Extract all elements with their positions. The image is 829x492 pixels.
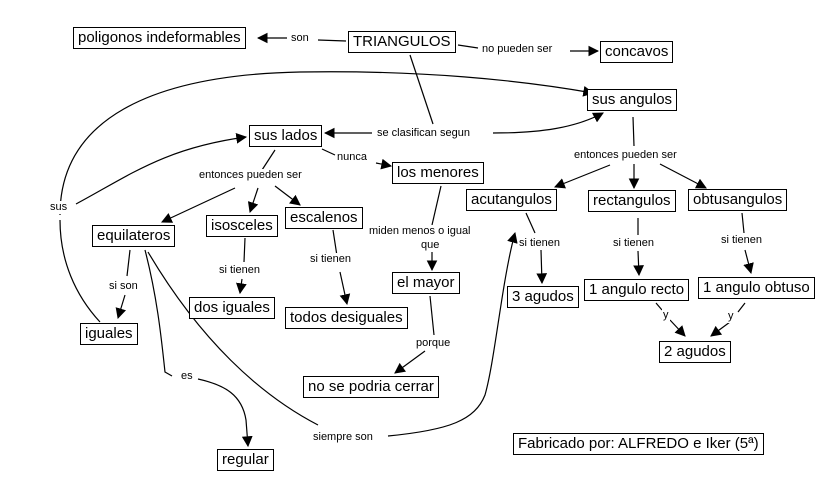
link-es-regular xyxy=(197,378,253,448)
label-y-obtuso: y xyxy=(727,310,735,323)
link-escalenos-sitienen xyxy=(332,229,347,304)
link-no-pueden-ser xyxy=(457,45,598,51)
label-si-tienen-isosceles: si tienen xyxy=(218,264,261,277)
link-iguales-sus xyxy=(59,219,101,323)
node-equilateros[interactable]: equilateros xyxy=(92,225,176,247)
link-lados-entonces xyxy=(261,149,276,171)
node-concavos[interactable]: concavos xyxy=(600,41,674,63)
label-nunca: nunca xyxy=(336,151,368,164)
link-equilateros-sison xyxy=(118,249,131,318)
link-entonces-isosceles xyxy=(247,187,259,214)
node-los-menores[interactable]: los menores xyxy=(392,162,484,184)
label-que: que xyxy=(420,239,441,252)
node-1-angulo-recto[interactable]: 1 angulo recto xyxy=(584,279,690,301)
link-equilateros-es xyxy=(144,249,173,377)
link-mayor-porque xyxy=(429,295,435,336)
link-entonces-acutangulos xyxy=(553,164,611,189)
link-isosceles-sitienen xyxy=(240,237,245,293)
label-son: son xyxy=(290,32,310,45)
label-es: es xyxy=(180,370,194,383)
link-entonces-escalenos xyxy=(274,185,301,206)
link-menores-miden xyxy=(431,185,442,226)
node-acutangulos[interactable]: acutangulos xyxy=(466,189,557,211)
node-obtusangulos[interactable]: obtusangulos xyxy=(688,189,788,211)
link-obt-sitienen xyxy=(742,212,751,273)
node-isosceles[interactable]: isosceles xyxy=(206,215,278,237)
link-porque-cerrar xyxy=(394,350,426,374)
credits-box: Fabricado por: ALFREDO e Iker (5ª) xyxy=(513,433,764,455)
node-iguales[interactable]: iguales xyxy=(80,323,138,345)
label-miden-menos-o-igual: miden menos o igual xyxy=(368,225,472,238)
node-2-agudos[interactable]: 2 agudos xyxy=(659,341,731,363)
node-1-angulo-obtuso[interactable]: 1 angulo obtuso xyxy=(698,277,815,299)
label-siempre-son: siempre son xyxy=(312,431,374,444)
link-entonces-equilateros xyxy=(161,187,236,223)
link-obtuso-y xyxy=(711,302,746,336)
node-sus-lados[interactable]: sus lados xyxy=(249,125,323,147)
link-clasifican-sus-angulos xyxy=(492,112,604,134)
node-poligonos-indeformables[interactable]: poligonos indeformables xyxy=(73,27,246,49)
label-y-recto: y xyxy=(662,309,670,322)
label-porque: porque xyxy=(415,337,452,350)
node-triangulos[interactable]: TRIANGULOS xyxy=(348,31,456,53)
link-siempre-acutangulos xyxy=(387,231,518,437)
link-recto-y xyxy=(655,302,685,336)
link-acu-sitienen xyxy=(525,212,542,283)
link-equilateros-siempre xyxy=(147,251,319,426)
link-angulos-entonces xyxy=(632,116,635,147)
link-nunca xyxy=(321,148,391,166)
link-sus-to-sus-lados xyxy=(75,132,248,205)
node-regular[interactable]: regular xyxy=(217,449,274,471)
link-son-to-poligonos xyxy=(258,38,347,41)
link-rec-sitienen xyxy=(638,218,639,275)
label-entonces-pueden-ser-lados: entonces pueden ser xyxy=(198,169,303,182)
node-rectangulos[interactable]: rectangulos xyxy=(588,190,676,212)
label-si-tienen-obtusangulos: si tienen xyxy=(720,234,763,247)
label-si-son: si son xyxy=(108,280,139,293)
node-no-se-podria-cerrar[interactable]: no se podria cerrar xyxy=(303,376,439,398)
label-se-clasifican-segun: se clasifican segun xyxy=(376,127,471,140)
node-dos-iguales[interactable]: dos iguales xyxy=(189,297,275,319)
node-sus-angulos[interactable]: sus angulos xyxy=(587,89,678,111)
node-todos-desiguales[interactable]: todos desiguales xyxy=(285,307,408,329)
label-si-tienen-rectangulos: si tienen xyxy=(612,237,655,250)
label-entonces-pueden-ser-angulos: entonces pueden ser xyxy=(573,149,678,162)
node-escalenos[interactable]: escalenos xyxy=(285,207,363,229)
label-si-tienen-escalenos: si tienen xyxy=(309,253,352,266)
label-si-tienen-acutangulos: si tienen xyxy=(518,237,561,250)
link-entonces-obtusangulos xyxy=(659,163,707,189)
node-3-agudos[interactable]: 3 agudos xyxy=(507,286,579,308)
link-sus-to-sus-angulos xyxy=(59,71,595,216)
node-el-mayor[interactable]: el mayor xyxy=(392,272,460,294)
link-triangulos-clasifican xyxy=(409,54,434,125)
label-no-pueden-ser: no pueden ser xyxy=(481,43,554,56)
label-sus: sus xyxy=(49,201,69,214)
